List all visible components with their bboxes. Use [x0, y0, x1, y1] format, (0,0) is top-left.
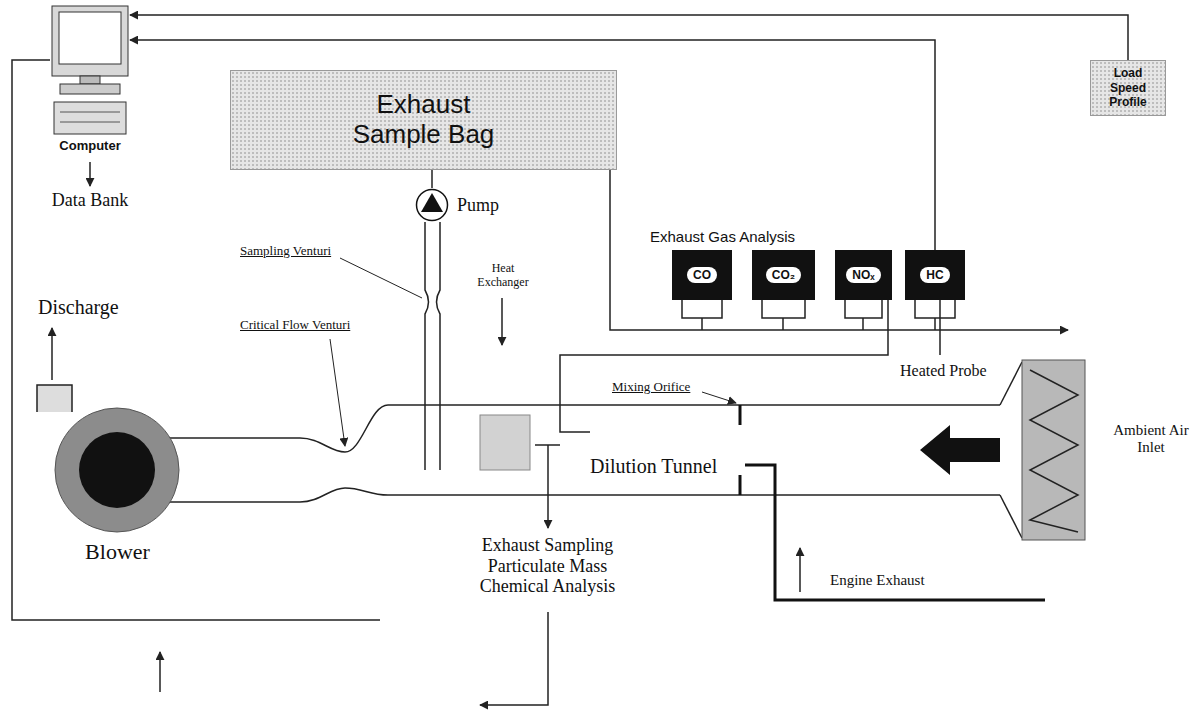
analyzer-label: HC [920, 267, 949, 283]
part-label: Sampling Venturi [240, 244, 331, 259]
dilution-tunnel-wall [388, 494, 1000, 496]
analyzer-box: CO [672, 250, 732, 300]
computer-unit [54, 102, 126, 134]
computer-drawing [50, 4, 130, 138]
pump-label: Pump [457, 195, 499, 216]
flow-direction-arrow [920, 425, 1000, 475]
analyzer-box: NOₓ [835, 250, 892, 300]
mixing-orifice [739, 475, 742, 495]
part-label: Heated Probe [900, 362, 987, 380]
discharge-duct [37, 385, 72, 412]
monitor-case [52, 6, 128, 76]
mixing-orifice [739, 405, 742, 425]
analyzer-box: HC [905, 250, 965, 300]
profile-label: Load Speed Profile [1095, 66, 1161, 109]
critical-flow-venturi [300, 488, 388, 502]
monitor-screen [59, 12, 121, 64]
part-label: Data Bank [40, 190, 140, 211]
blower-label: Blower [50, 539, 185, 565]
profile-box: Load Speed Profile [1090, 60, 1166, 116]
bag-label: Exhaust Sample Bag [336, 90, 511, 150]
leader-line [330, 339, 345, 446]
part-label: Exhaust Sampling Particulate Mass Chemic… [460, 535, 635, 597]
heated-probe [560, 300, 888, 432]
leader-line [702, 392, 736, 403]
sampling-venturi [425, 222, 429, 470]
drive-slot [60, 112, 120, 113]
data-bank-arrow [89, 162, 91, 186]
signal-connector [130, 40, 935, 250]
part-label: Engine Exhaust [830, 572, 925, 589]
heat-exchanger-arrow [501, 298, 503, 345]
drive-slot [60, 122, 120, 123]
pump-drawing [415, 188, 449, 222]
blower-symbol: Blower [50, 405, 185, 565]
part-label: Mixing Orifice [612, 380, 690, 395]
air-filter [1022, 360, 1085, 540]
sample-line [480, 612, 548, 705]
computer-icon: Computer [50, 4, 130, 153]
discharge-arrow [51, 328, 53, 380]
signal-connector [431, 170, 433, 188]
part-label: Ambient Air Inlet [1112, 422, 1190, 457]
blower-housing [55, 408, 179, 532]
analyzer-bracket [682, 300, 722, 330]
inlet-flare [1000, 495, 1022, 538]
part-label: Dilution Tunnel [590, 455, 717, 478]
blower-pipe [168, 437, 300, 439]
analyzer-label: NOₓ [846, 267, 880, 283]
pump-symbol: Pump [415, 188, 499, 222]
part-label: Heat Exchanger [467, 262, 539, 290]
analyzer-label: CO₂ [766, 267, 801, 283]
part-label: Exhaust Gas Analysis [650, 228, 795, 245]
part-label: Discharge [38, 296, 119, 319]
blower-pipe [168, 501, 300, 503]
blower-rotor [79, 432, 155, 508]
engine-exhaust-arrow [799, 548, 801, 592]
flow-arrow [159, 652, 161, 692]
monitor-neck [80, 76, 100, 84]
blower-drawing [50, 405, 185, 535]
monitor-base [60, 84, 120, 94]
bag-outlet-line [610, 170, 1068, 330]
analyzer-box: CO₂ [752, 250, 815, 300]
pump-casing [417, 190, 448, 221]
analyzer-label: CO [687, 267, 717, 283]
critical-flow-venturi [300, 405, 388, 452]
sampling-arrow [547, 445, 549, 528]
heated-probe [939, 300, 941, 355]
inlet-flare [1000, 362, 1022, 405]
signal-connector [130, 15, 1128, 60]
part-label: Critical Flow Venturi [240, 318, 350, 333]
heat-exchanger [480, 415, 530, 470]
filter-pleats [1030, 370, 1078, 532]
analyzer-bracket [915, 300, 955, 330]
analyzer-bracket [762, 300, 805, 330]
sample-bag: Exhaust Sample Bag [230, 70, 617, 170]
sampling-venturi [437, 222, 441, 470]
pump-triangle [421, 193, 443, 212]
dilution-tunnel-wall [388, 404, 1000, 406]
analyzer-bracket [845, 300, 882, 330]
node-label: Computer [50, 138, 130, 153]
leader-line [340, 258, 422, 298]
engine-exhaust-pipe [745, 465, 1045, 600]
drawing-part [12, 60, 1068, 705]
